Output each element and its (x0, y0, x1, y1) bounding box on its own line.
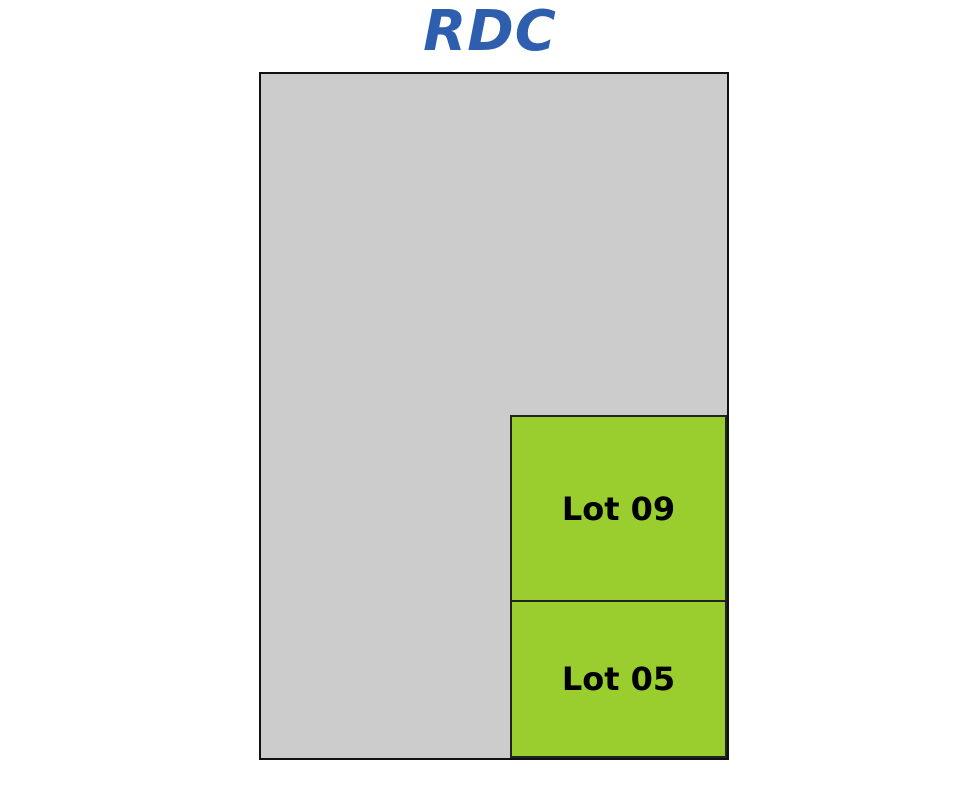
floor-plan-outline: Lot 09 Lot 05 (259, 72, 729, 760)
floor-title: RDC (423, 0, 557, 64)
lot-05-label: Lot 05 (561, 660, 676, 698)
lot-09-label: Lot 09 (561, 489, 676, 528)
lot-05-area[interactable]: Lot 05 (510, 600, 727, 758)
lot-09-area[interactable]: Lot 09 (510, 415, 727, 602)
